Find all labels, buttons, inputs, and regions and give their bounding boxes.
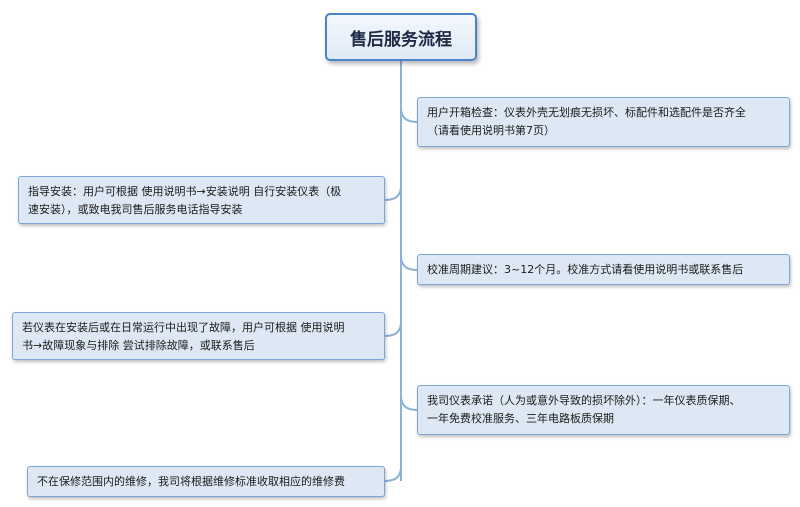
- connector-right-1: [400, 107, 418, 123]
- connector-left-1: [384, 185, 402, 201]
- connector-right-3: [400, 395, 418, 411]
- node-unboxing-check: 用户开箱检查：仪表外壳无划痕无损坏、标配件和选配件是否齐全 （请看使用说明书第7…: [417, 97, 790, 147]
- connector-left-2: [384, 321, 402, 337]
- root-node-label: 售后服务流程: [350, 29, 452, 50]
- node-calibration-cycle: 校准周期建议：3~12个月。校准方式请看使用说明书或联系售后: [417, 254, 790, 285]
- connector-right-2: [400, 255, 418, 271]
- connector-left-3: [384, 466, 402, 482]
- node-troubleshooting: 若仪表在安装后或在日常运行中出现了故障，用户可根据 使用说明 书→故障现象与排除…: [12, 312, 385, 360]
- node-warranty-promise: 我司仪表承诺（人为或意外导致的损坏除外）：一年仪表质保期、 一年免费校准服务、三…: [417, 385, 790, 435]
- root-node: 售后服务流程: [325, 13, 477, 61]
- node-installation-guide: 指导安装：用户可根据 使用说明书→安装说明 自行安装仪表（极 速安装），或致电我…: [18, 176, 385, 224]
- node-paid-repair: 不在保修范围内的维修，我司将根据维修标准收取相应的维修费: [27, 466, 385, 497]
